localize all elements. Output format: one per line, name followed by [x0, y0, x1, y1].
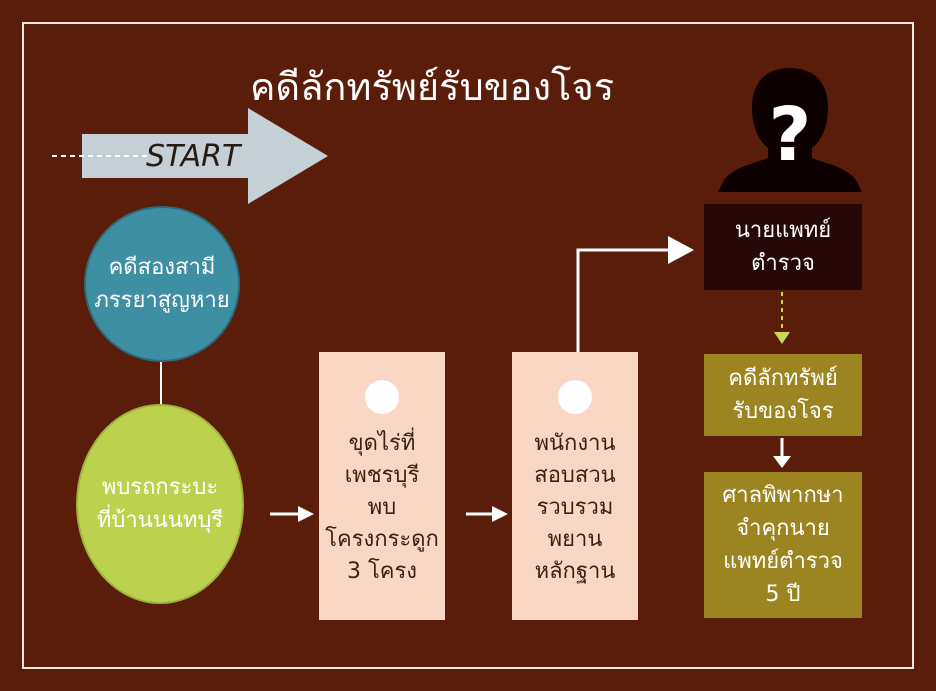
- node-investigator: พนักงาน สอบสวน รวบรวม พยาน หลักฐาน: [512, 352, 638, 620]
- node-text: แพทย์ตำรวจ: [723, 549, 843, 574]
- start-arrow-icon: [82, 108, 328, 204]
- node-text: พบ: [367, 494, 397, 520]
- circle-marker-icon: [365, 380, 399, 414]
- border-frame: [22, 22, 914, 669]
- node-text: 5 ปี: [765, 582, 801, 607]
- down-arrow-icon: [774, 292, 790, 344]
- node-text: จำคุกนาย: [736, 516, 830, 541]
- node-text: รับของโจร: [732, 399, 834, 424]
- node-car-found: พบรถกระบะ ที่บ้านนนทบุรี: [76, 404, 244, 604]
- node-text: พยาน: [547, 526, 603, 552]
- right-arrow-icon: [466, 506, 508, 522]
- page-title: คดีลักทรัพย์รับของโจร: [250, 65, 615, 109]
- node-dig-farm: ขุดไร่ที่ เพชรบุรี พบ โครงกระดูก 3 โครง: [319, 352, 445, 620]
- node-missing-couple: คดีสองสามี ภรรยาสูญหาย: [84, 206, 240, 362]
- node-text: นายแพทย์: [734, 218, 832, 243]
- node-text: ภรรยาสูญหาย: [94, 288, 230, 313]
- node-text: คดีสองสามี: [108, 255, 216, 280]
- node-text: พบรถกระบะ: [101, 475, 219, 500]
- node-text: ที่บ้านนนทบุรี: [96, 508, 224, 533]
- start-label: START: [146, 139, 243, 174]
- node-text: เพชรบุรี: [344, 462, 420, 488]
- circle-marker-icon: [558, 380, 592, 414]
- node-text: ตำรวจ: [751, 251, 815, 276]
- node-court: ศาลพิพากษา จำคุกนาย แพทย์ตำรวจ 5 ปี: [704, 472, 862, 618]
- connector-line: [160, 362, 162, 406]
- node-text: ศาลพิพากษา: [722, 483, 844, 508]
- silhouette-person-icon: [718, 68, 862, 192]
- node-text: คดีลักทรัพย์: [728, 366, 838, 391]
- node-text: สอบสวน: [534, 462, 616, 488]
- node-text: ขุดไร่ที่: [348, 431, 416, 456]
- node-text: โครงกระดูก: [325, 526, 439, 552]
- down-arrow-icon: [773, 438, 791, 468]
- right-arrow-icon: [576, 236, 694, 352]
- question-mark-icon: ?: [769, 92, 812, 178]
- node-police-doctor: นายแพทย์ ตำรวจ: [704, 204, 862, 290]
- node-text: รวบรวม: [536, 494, 614, 520]
- node-theft-case: คดีลักทรัพย์ รับของโจร: [704, 354, 862, 436]
- node-text: หลักฐาน: [534, 558, 616, 584]
- node-text: พนักงาน: [534, 431, 616, 456]
- node-text: 3 โครง: [346, 558, 418, 584]
- right-arrow-icon: [270, 506, 314, 522]
